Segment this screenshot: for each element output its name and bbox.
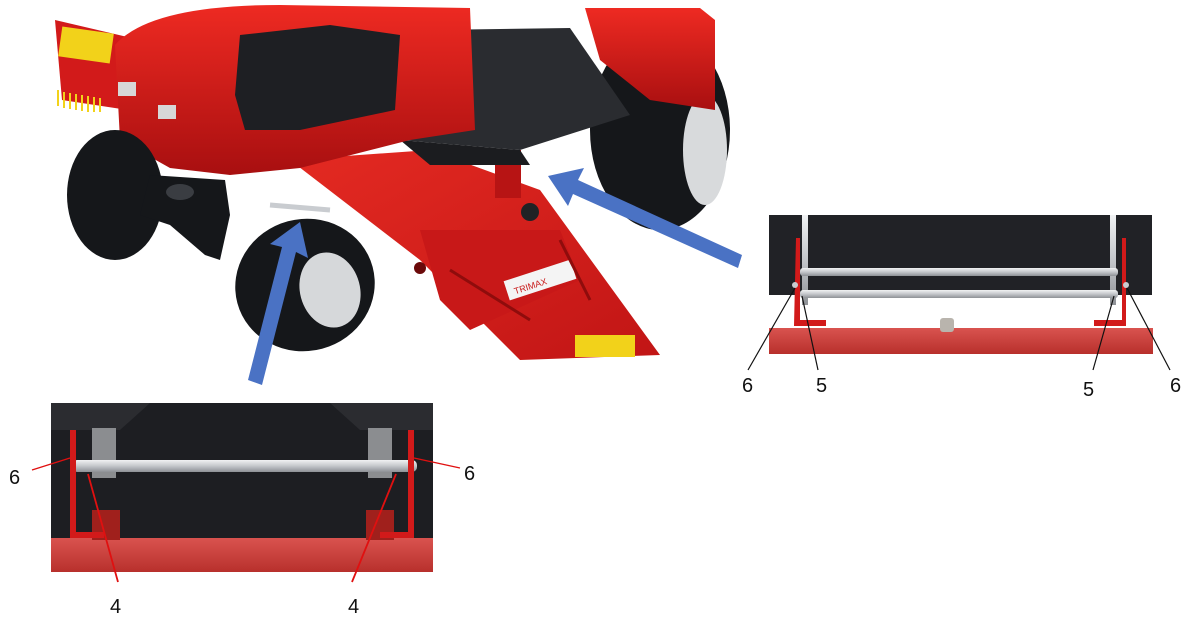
trailer-deck: TRIMAX [290, 150, 660, 360]
detail-inset-right: 6 5 5 6 [742, 215, 1181, 401]
machine-illustration: TRIMAX [55, 5, 742, 385]
inset-left-base-plate [51, 538, 433, 572]
inset-left-rod [72, 460, 417, 472]
front-wheel [67, 130, 163, 260]
callout-6-right-inset-left: 6 [742, 375, 753, 397]
arrow-to-trailer-wheel [248, 222, 308, 385]
callout-4-bottom-inset-right: 4 [348, 596, 359, 618]
callout-5-right-inset-right: 5 [1083, 379, 1094, 401]
warning-decal [575, 335, 635, 357]
handwheel-knob [521, 203, 539, 221]
cab-window [235, 25, 400, 130]
callout-6-bottom-inset-right: 6 [464, 463, 475, 485]
front-bumper [140, 175, 230, 260]
inset-right-lower-rod [800, 290, 1118, 298]
detail-inset-bottom-left: 6 6 4 4 [9, 403, 475, 618]
arrow-to-handwheel [548, 168, 742, 268]
trailer-wheel [235, 218, 375, 352]
headlight-right [158, 105, 176, 119]
callout-6-bottom-inset-left: 6 [9, 467, 20, 489]
headlight-left [118, 82, 136, 96]
inset-right-upper-rod [800, 268, 1118, 276]
callout-5-right-inset-left: 5 [816, 375, 827, 397]
rear-fender [585, 8, 715, 110]
inset-right-base-plate [769, 328, 1153, 354]
callout-4-bottom-inset-left: 4 [110, 596, 121, 618]
callout-6-right-inset-right: 6 [1170, 375, 1181, 397]
